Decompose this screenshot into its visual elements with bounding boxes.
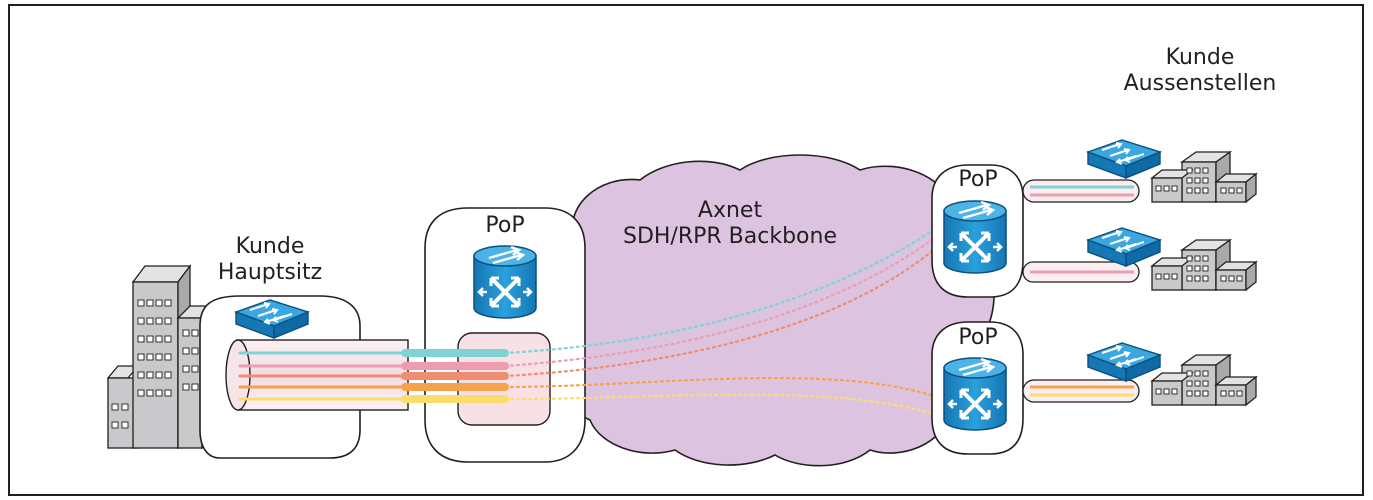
backbone-label-line2: SDH/RPR Backbone <box>622 224 837 249</box>
hq-label-line1: Kunde <box>235 234 305 259</box>
pop-left-label: PoP <box>485 213 525 238</box>
pop-right-bottom-router-icon <box>942 356 1008 432</box>
hq-label: Kunde Hauptsitz <box>210 234 330 286</box>
branch-tube-3 <box>1022 379 1140 403</box>
branches-label: Kunde Aussenstellen <box>1110 45 1290 97</box>
pop-right-top-router-icon <box>942 199 1008 275</box>
branches-label-line1: Kunde <box>1165 45 1235 70</box>
branches-label-line2: Aussenstellen <box>1123 71 1277 96</box>
branch-tube-2 <box>1022 261 1140 283</box>
branch-tube-1 <box>1022 179 1140 203</box>
hq-label-line2: Hauptsitz <box>217 260 323 285</box>
backbone-label-line1: Axnet <box>697 198 763 223</box>
pop-left-router-icon <box>472 244 538 320</box>
pop-right-bottom-label: PoP <box>958 325 998 350</box>
backbone-label: Axnet SDH/RPR Backbone <box>610 198 850 250</box>
hq-channel-lines <box>238 349 509 403</box>
backbone-dotted-links <box>503 220 947 420</box>
pop-right-top-label: PoP <box>958 167 998 192</box>
